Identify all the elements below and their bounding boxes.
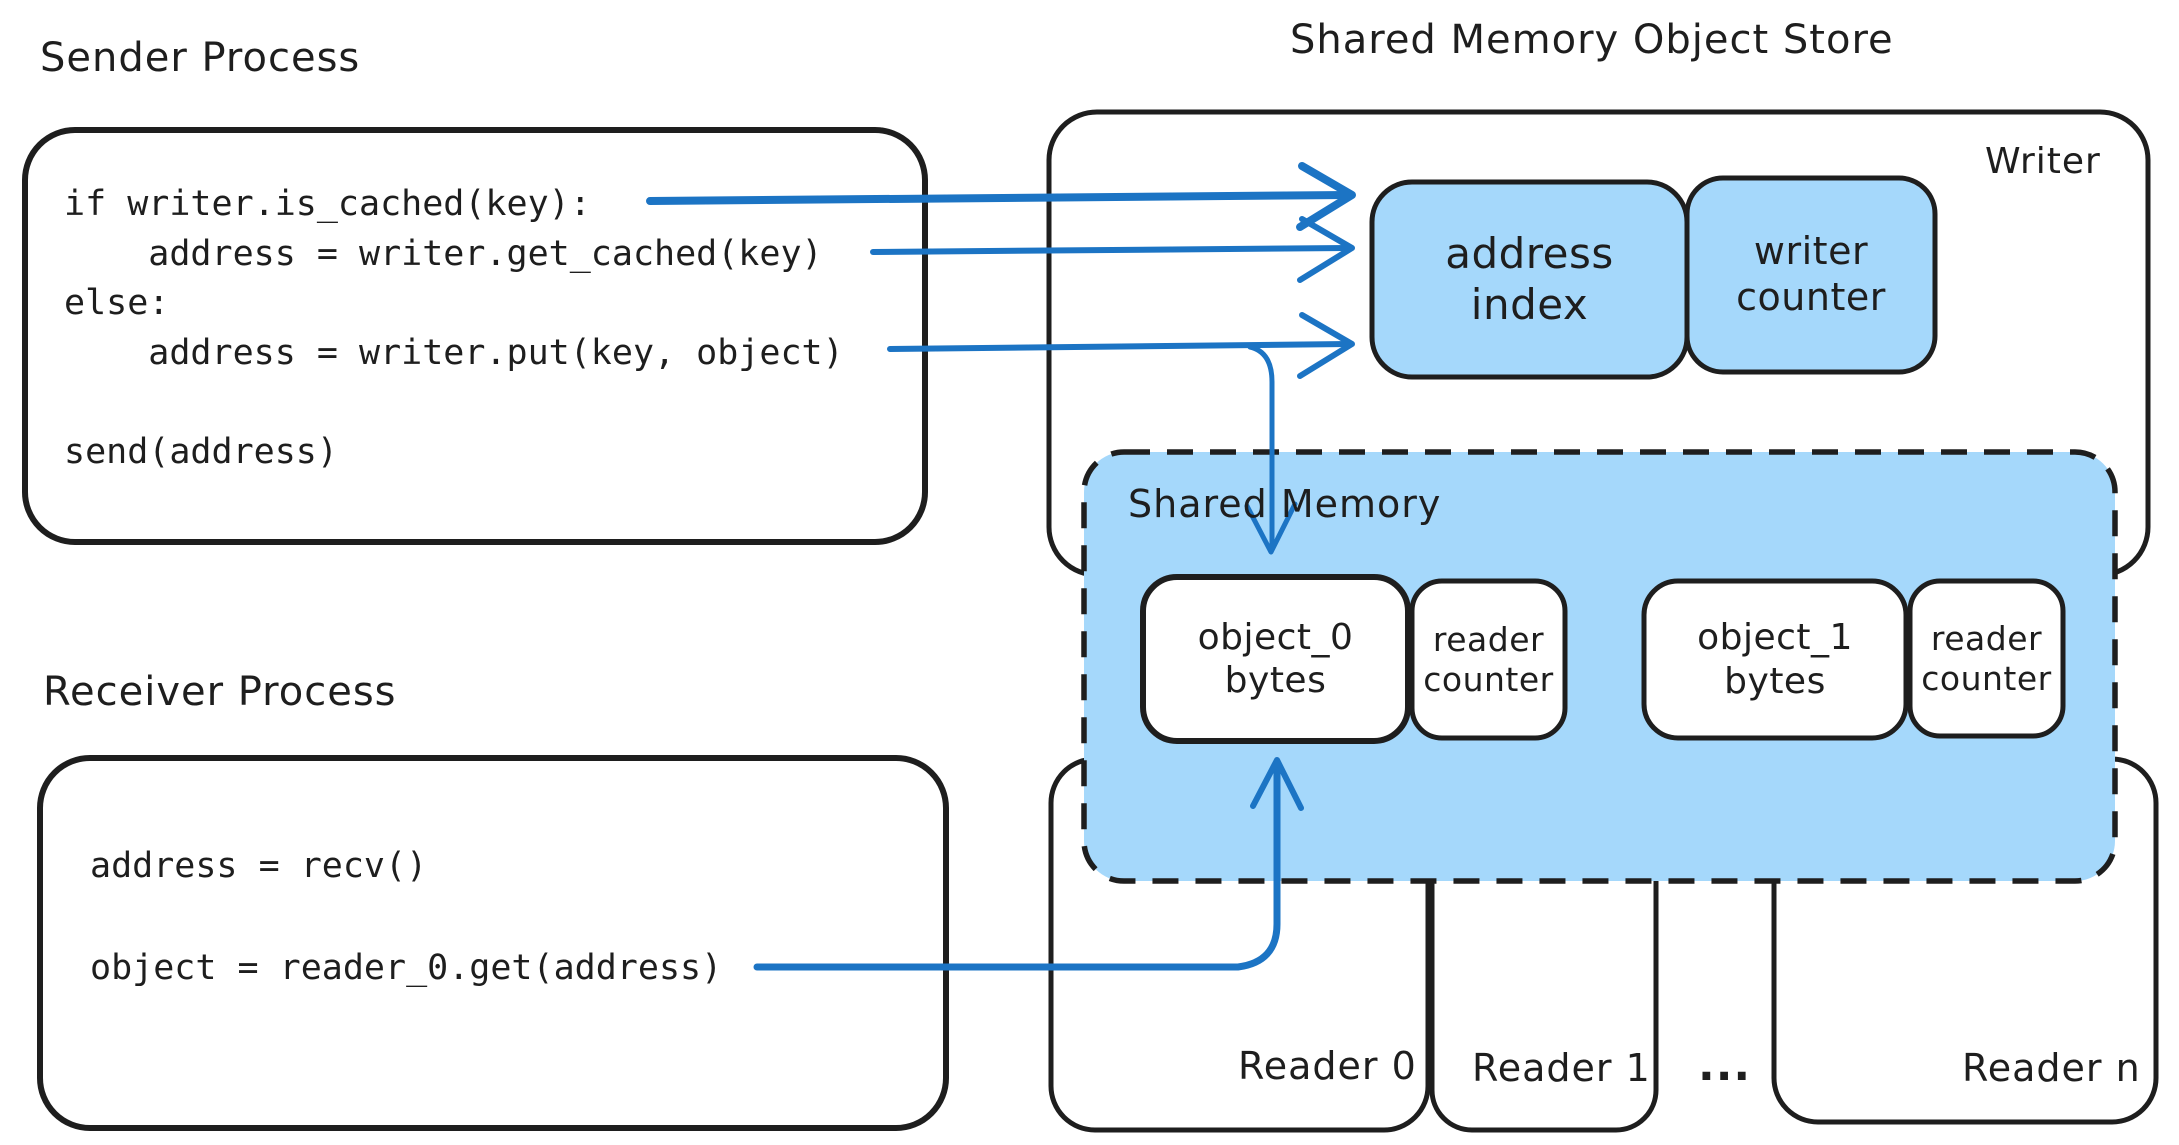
reader-0-label: Reader 0 bbox=[1238, 1044, 1417, 1088]
reader-counter-1-label: reader counter bbox=[1921, 618, 2052, 698]
object-0-box bbox=[1140, 574, 1411, 744]
receiver-code: address = recv() object = reader_0.get(a… bbox=[90, 846, 723, 988]
object-0-label: object_0 bytes bbox=[1197, 616, 1354, 701]
shared-memory-region bbox=[1081, 449, 2118, 884]
address-index-label: address index bbox=[1445, 229, 1614, 329]
object-1-box bbox=[1641, 578, 1909, 741]
object-1-label: object_1 bytes bbox=[1697, 617, 1853, 702]
reader-n-label: Reader n bbox=[1962, 1046, 2141, 1090]
arrow-reader-get-head-icon bbox=[1250, 757, 1304, 811]
reader-counter-1-box bbox=[1907, 578, 2066, 739]
arrow-put-branch-head-icon bbox=[1244, 501, 1298, 555]
arrow-get-cached-head-icon bbox=[1297, 216, 1355, 283]
shared-memory-label: Shared Memory bbox=[1128, 482, 1442, 526]
writer-counter-label: writer counter bbox=[1736, 229, 1886, 319]
reader-counter-0-box bbox=[1409, 578, 1568, 741]
arrow-get-cached-to-index bbox=[870, 245, 1351, 255]
sender-code: if writer.is_cached(key): address = writ… bbox=[64, 184, 844, 472]
sender-process-box bbox=[22, 127, 928, 545]
object-store-title: Shared Memory Object Store bbox=[1290, 17, 1894, 63]
receiver-process-box bbox=[37, 755, 949, 1131]
arrow-put-head-icon bbox=[1297, 312, 1355, 379]
arrow-put-branch-to-object0 bbox=[1247, 344, 1275, 551]
reader-counter-0-label: reader counter bbox=[1423, 619, 1554, 699]
writer-label: Writer bbox=[1985, 141, 2101, 182]
arrow-reader-get-to-object0 bbox=[753, 760, 1281, 971]
receiver-process-title: Receiver Process bbox=[43, 669, 397, 715]
arrow-put-to-index bbox=[887, 341, 1351, 352]
reader-1-label: Reader 1 bbox=[1472, 1046, 1651, 1090]
arrow-is-cached-to-index bbox=[646, 191, 1352, 205]
writer-counter-box bbox=[1684, 175, 1938, 375]
sender-process-title: Sender Process bbox=[40, 35, 361, 81]
arrow-is-cached-head-icon bbox=[1296, 162, 1356, 231]
readers-ellipsis: ... bbox=[1698, 1040, 1752, 1091]
